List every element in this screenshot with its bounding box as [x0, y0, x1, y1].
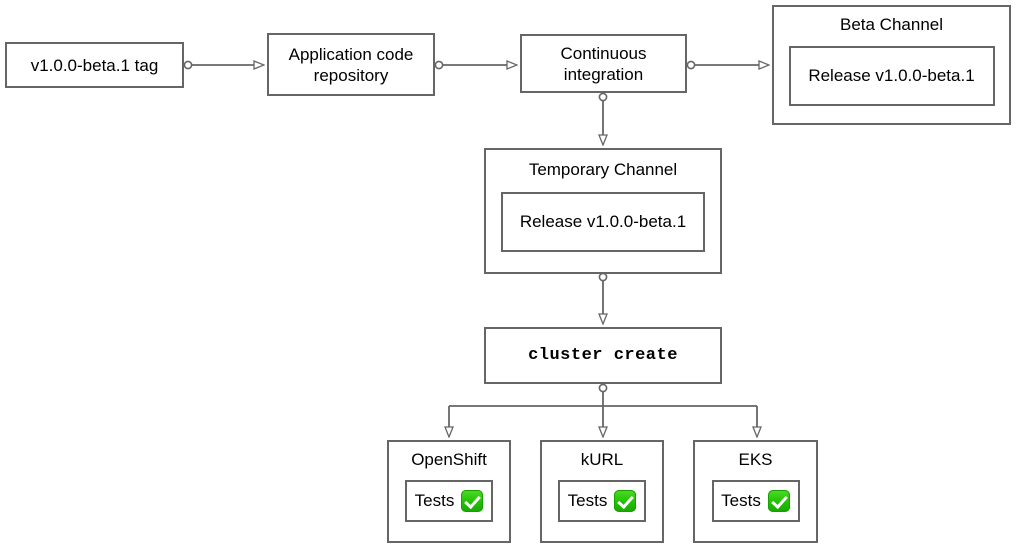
node-temporary-channel[interactable]: Temporary Channel Release v1.0.0-beta.1	[484, 148, 722, 274]
node-distro-eks[interactable]: EKS Tests	[693, 440, 818, 543]
check-mark-button-icon	[614, 490, 637, 512]
node-continuous-integration-label: Continuous integration	[560, 43, 647, 84]
connector-tag-to-repo	[183, 61, 263, 68]
eks-tests-label: Tests	[721, 491, 761, 510]
beta-channel-release-label: Release v1.0.0-beta.1	[808, 66, 975, 85]
connector-temporary-channel-to-cluster-create	[599, 272, 606, 323]
node-beta-channel-title: Beta Channel	[839, 15, 944, 34]
beta-channel-release-box[interactable]: Release v1.0.0-beta.1	[788, 46, 995, 106]
connector-ci-to-beta-channel	[686, 61, 768, 68]
kurl-tests-box[interactable]: Tests	[558, 480, 646, 522]
node-distro-openshift-title: OpenShift	[411, 450, 487, 469]
check-mark-button-icon	[767, 490, 790, 512]
node-beta-channel[interactable]: Beta Channel Release v1.0.0-beta.1	[772, 5, 1011, 125]
node-version-tag[interactable]: v1.0.0-beta.1 tag	[5, 42, 184, 88]
node-distro-openshift[interactable]: OpenShift Tests	[387, 440, 511, 543]
node-distro-kurl[interactable]: kURL Tests	[540, 440, 664, 543]
temporary-channel-release-box[interactable]: Release v1.0.0-beta.1	[501, 192, 705, 252]
check-mark-button-icon	[461, 490, 484, 512]
temporary-channel-release-label: Release v1.0.0-beta.1	[519, 212, 687, 231]
openshift-tests-box[interactable]: Tests	[405, 480, 493, 522]
node-distro-kurl-title: kURL	[580, 450, 624, 469]
kurl-tests-label: Tests	[567, 491, 608, 510]
eks-tests-box[interactable]: Tests	[711, 480, 800, 522]
node-cluster-create-label: cluster create	[528, 346, 678, 365]
connector-cluster-create-to-distros	[449, 383, 757, 436]
openshift-tests-label: Tests	[414, 491, 455, 510]
node-version-tag-label: v1.0.0-beta.1 tag	[30, 55, 159, 75]
node-distro-eks-title: EKS	[738, 450, 773, 469]
node-application-code-repository-label: Application code repository	[288, 44, 414, 85]
node-continuous-integration[interactable]: Continuous integration	[520, 34, 687, 93]
node-application-code-repository[interactable]: Application code repository	[267, 33, 435, 96]
node-cluster-create[interactable]: cluster create	[484, 327, 722, 384]
connector-ci-to-temporary-channel	[599, 92, 606, 144]
connector-repo-to-ci	[434, 61, 516, 68]
node-temporary-channel-title: Temporary Channel	[528, 160, 678, 179]
